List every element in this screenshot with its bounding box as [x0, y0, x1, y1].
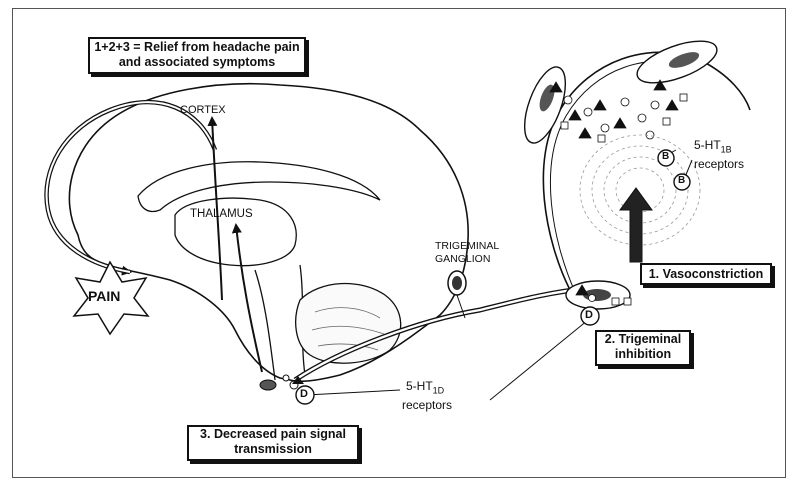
- vasoconstriction-box: 1. Vasoconstriction: [640, 263, 772, 285]
- trigeminal-line-2: inhibition: [614, 347, 672, 361]
- thalamus-outline: [174, 197, 297, 267]
- ht1b-receptors-label: 5-HT1B receptors: [694, 138, 744, 172]
- trigeminal-ganglion-label: TRIGEMINAL GANGLION: [435, 240, 499, 266]
- ht1d-receptors-label: 5-HT1D receptors: [402, 379, 452, 413]
- ht1d-sub: 1D: [432, 385, 445, 396]
- corpus-callosum: [137, 161, 381, 213]
- trigeminal-ganglion-line-2: GANGLION: [435, 253, 491, 265]
- trigeminal-inhibition-box: 2. Trigeminal inhibition: [595, 330, 691, 366]
- decreased-pain-box: 3. Decreased pain signal transmission: [187, 425, 359, 461]
- receptor-b-lower: [673, 173, 691, 191]
- vasoconstriction-label: 1. Vasoconstriction: [648, 267, 764, 281]
- summary-line-2: and associated symptoms: [118, 55, 276, 69]
- brainstem-nucleus: [259, 379, 277, 391]
- granules-cluster: [549, 79, 688, 306]
- pain-label: PAIN: [88, 288, 121, 304]
- pain-star: [72, 260, 150, 336]
- receptor-d-nerve-label: D: [585, 309, 593, 321]
- receptor-d-brainstem-label: D: [300, 388, 308, 400]
- blood-vessel: [542, 51, 751, 291]
- vasoconstriction-arrow: [619, 187, 653, 263]
- cerebellum-folds: [311, 307, 385, 351]
- trigeminal-ganglion-line-1: TRIGEMINAL: [435, 240, 500, 252]
- brain-outline: [68, 82, 469, 382]
- figure-frame: [12, 8, 786, 478]
- receptor-d-nerve: [580, 306, 600, 326]
- ht1d-receptors: receptors: [402, 398, 453, 413]
- receptor-b-upper-label: B: [662, 151, 670, 162]
- thalamus-cortex-arrow: [207, 116, 223, 301]
- receptor-b-upper: [657, 149, 675, 167]
- decreased-line-2: transmission: [234, 442, 312, 456]
- receptor-b-lower-label: B: [678, 175, 686, 186]
- cerebellum: [295, 282, 402, 364]
- cortex-label: CORTEX: [180, 104, 226, 116]
- receptor-d-brainstem: [295, 385, 315, 405]
- thalamus-label: THALAMUS: [190, 208, 253, 220]
- brainstem-thalamus-arrow: [231, 223, 263, 373]
- summary-box: 1+2+3 = Relief from headache pain and as…: [88, 37, 306, 74]
- trigeminal-line-1: 2. Trigeminal: [604, 332, 682, 346]
- ht1b-sub: 1B: [720, 144, 732, 155]
- ht1b-prefix: 5-HT: [694, 138, 721, 152]
- decreased-line-1: 3. Decreased pain signal: [200, 427, 346, 441]
- cortex-pain-arrow: [44, 99, 218, 276]
- summary-line-1: 1+2+3 = Relief from headache pain: [94, 40, 300, 54]
- ht1d-prefix: 5-HT: [406, 379, 433, 393]
- ht1b-receptors: receptors: [694, 157, 745, 172]
